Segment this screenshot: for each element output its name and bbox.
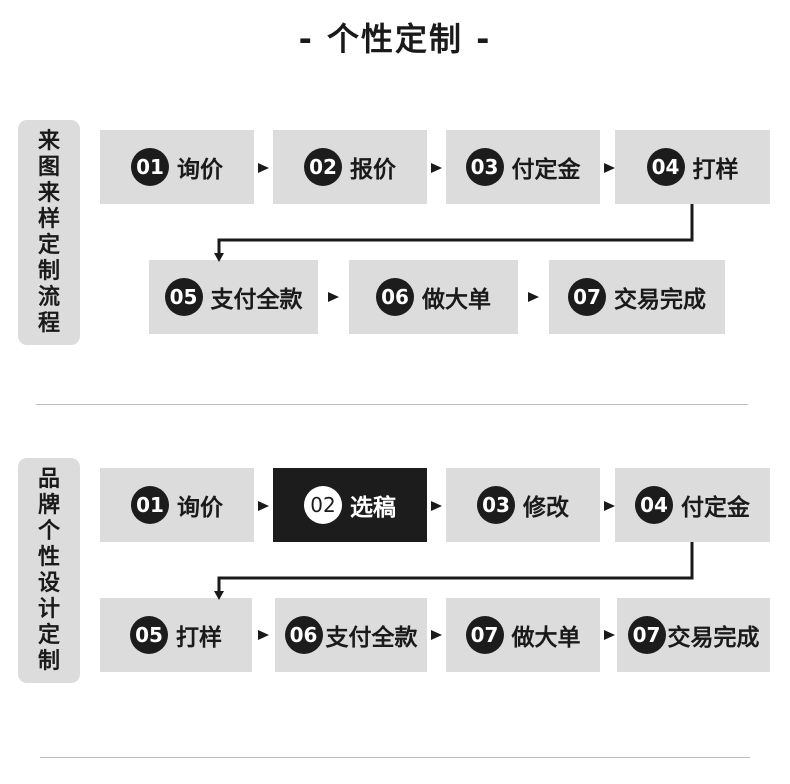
flow-step: 07 做大单 xyxy=(446,598,600,672)
step-number-badge: 02 xyxy=(304,486,342,524)
step-label: 修改 xyxy=(523,495,569,521)
flow-step: 03 修改 xyxy=(446,468,600,542)
step-number-badge: 06 xyxy=(376,278,414,316)
connector-section-1 xyxy=(217,204,694,255)
flow-step: 07 交易完成 xyxy=(617,598,770,672)
side-char: 个 xyxy=(37,518,60,544)
flow-step: 01 询价 xyxy=(100,130,254,204)
side-char: 定 xyxy=(37,232,60,258)
side-char: 制 xyxy=(37,648,60,674)
flow-step: 01 询价 xyxy=(100,468,254,542)
arrow-right-icon xyxy=(604,630,615,640)
step-label: 报价 xyxy=(350,157,396,183)
side-char: 设 xyxy=(37,570,60,596)
flow-step: 06 做大单 xyxy=(349,260,518,334)
connector-section-2 xyxy=(217,542,694,593)
side-char: 定 xyxy=(37,622,60,648)
step-number-badge: 01 xyxy=(131,148,169,186)
step-number-badge: 01 xyxy=(131,486,169,524)
flow-step: 02 报价 xyxy=(273,130,427,204)
section-2-side-label: 品 牌 个 性 设 计 定 制 xyxy=(18,458,80,683)
step-number-badge: 05 xyxy=(130,616,168,654)
side-char: 制 xyxy=(37,258,60,284)
side-char: 计 xyxy=(37,596,60,622)
step-number-badge: 07 xyxy=(465,616,504,654)
step-label: 打样 xyxy=(692,157,739,183)
step-number-badge: 06 xyxy=(284,616,323,654)
arrow-right-icon xyxy=(328,292,339,302)
step-label: 打样 xyxy=(176,625,222,651)
flow-step-highlighted: 02 选稿 xyxy=(273,468,427,542)
section-divider xyxy=(36,404,748,405)
side-char: 来 xyxy=(37,128,60,154)
arrow-right-icon xyxy=(431,630,442,640)
step-label: 选稿 xyxy=(350,495,396,521)
flow-step: 07 交易完成 xyxy=(549,260,725,334)
arrow-right-icon xyxy=(604,163,615,173)
flow-step: 05 打样 xyxy=(100,598,252,672)
arrow-right-icon xyxy=(431,501,442,511)
step-label: 支付全款 xyxy=(210,287,303,313)
step-number-badge: 03 xyxy=(477,486,515,524)
side-char: 性 xyxy=(37,544,60,570)
step-number-badge: 07 xyxy=(627,616,666,654)
arrow-right-icon xyxy=(604,501,615,511)
step-number-badge: 07 xyxy=(568,278,606,316)
arrow-right-icon xyxy=(258,630,269,640)
step-label: 支付全款 xyxy=(325,625,418,651)
side-char: 样 xyxy=(37,206,60,232)
step-label: 询价 xyxy=(177,157,223,183)
step-label: 做大单 xyxy=(511,625,581,651)
step-label: 付定金 xyxy=(681,495,750,521)
step-number-badge: 05 xyxy=(164,278,203,316)
arrow-right-icon xyxy=(528,292,539,302)
step-label: 询价 xyxy=(177,495,223,521)
flow-step: 04 打样 xyxy=(615,130,770,204)
arrow-right-icon xyxy=(258,501,269,511)
side-char: 流 xyxy=(37,284,60,310)
step-label: 付定金 xyxy=(511,157,581,183)
side-char: 图 xyxy=(37,154,60,180)
side-char: 程 xyxy=(37,310,60,336)
arrow-right-icon xyxy=(258,163,269,173)
flow-step: 05 支付全款 xyxy=(149,260,318,334)
step-number-badge: 02 xyxy=(304,148,342,186)
section-divider xyxy=(40,757,750,758)
step-number-badge: 04 xyxy=(635,486,673,524)
side-char: 牌 xyxy=(37,492,60,518)
flow-step: 04 付定金 xyxy=(615,468,770,542)
side-char: 品 xyxy=(37,466,60,492)
flow-step: 06 支付全款 xyxy=(275,598,427,672)
step-number-badge: 03 xyxy=(465,148,504,186)
step-number-badge: 04 xyxy=(646,148,685,186)
step-label: 交易完成 xyxy=(614,287,706,313)
side-char: 来 xyxy=(37,180,60,206)
arrow-right-icon xyxy=(431,163,442,173)
page-title: - 个性定制 - xyxy=(298,20,492,58)
flow-step: 03 付定金 xyxy=(446,130,600,204)
section-1-side-label: 来 图 来 样 定 制 流 程 xyxy=(18,120,80,345)
step-label: 做大单 xyxy=(422,287,491,313)
step-label: 交易完成 xyxy=(667,625,760,651)
